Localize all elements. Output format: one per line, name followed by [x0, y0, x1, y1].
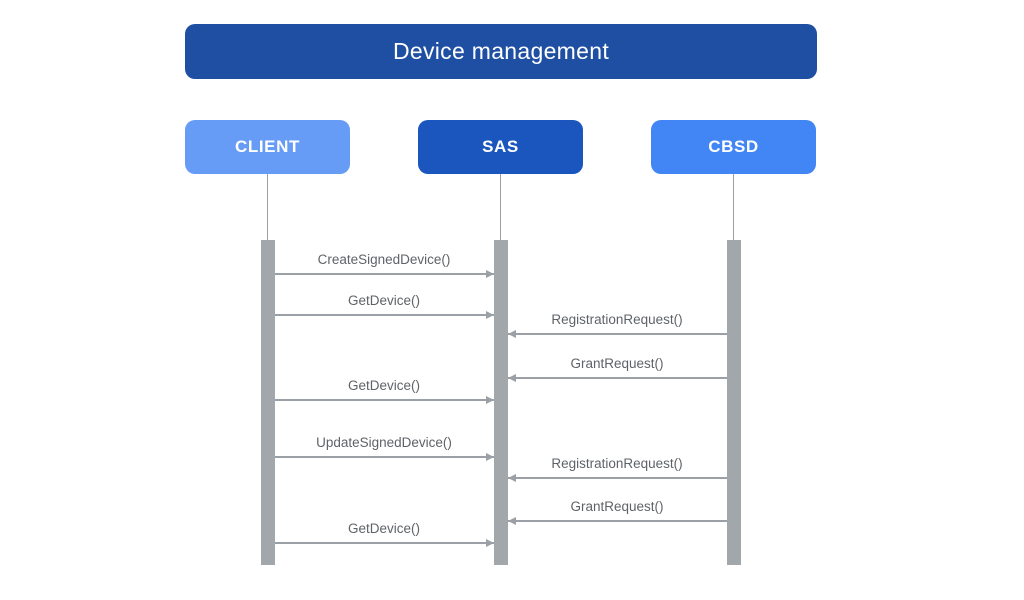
- message-label: GetDevice(): [347, 378, 421, 393]
- message-line: [274, 456, 494, 458]
- actor-label: CLIENT: [235, 137, 300, 156]
- actor-label: SAS: [482, 137, 519, 156]
- message-label: GetDevice(): [347, 521, 421, 536]
- diagram-title: Device management: [185, 24, 817, 79]
- arrowhead-icon: [507, 516, 516, 525]
- arrowhead-icon: [485, 310, 494, 319]
- arrowhead-icon: [507, 473, 516, 482]
- activation-bar-client: [260, 240, 275, 565]
- lifeline-sas: [500, 174, 501, 240]
- message-label: UpdateSignedDevice(): [316, 435, 452, 450]
- lifeline-cbsd: [733, 174, 734, 240]
- message-line: [274, 399, 494, 401]
- message-label: GrantRequest(): [570, 499, 664, 514]
- message-label: CreateSignedDevice(): [317, 252, 451, 267]
- activation-bar-sas: [493, 240, 508, 565]
- actor-client: CLIENT: [185, 120, 350, 174]
- message-label: GrantRequest(): [570, 356, 664, 371]
- arrowhead-icon: [485, 269, 494, 278]
- arrowhead-icon: [507, 373, 516, 382]
- message-label: RegistrationRequest(): [551, 456, 683, 471]
- message-line: [507, 333, 727, 335]
- message-line: [507, 377, 727, 379]
- message-line: [274, 273, 494, 275]
- message-line: [507, 520, 727, 522]
- message-label: GetDevice(): [347, 293, 421, 308]
- message-label: RegistrationRequest(): [551, 312, 683, 327]
- message-line: [274, 314, 494, 316]
- message-line: [274, 542, 494, 544]
- activation-bar-cbsd: [726, 240, 741, 565]
- arrowhead-icon: [507, 329, 516, 338]
- actor-label: CBSD: [708, 137, 759, 156]
- arrowhead-icon: [485, 538, 494, 547]
- arrowhead-icon: [485, 395, 494, 404]
- arrowhead-icon: [485, 452, 494, 461]
- lifeline-client: [267, 174, 268, 240]
- actor-sas: SAS: [418, 120, 583, 174]
- actor-cbsd: CBSD: [651, 120, 816, 174]
- message-line: [507, 477, 727, 479]
